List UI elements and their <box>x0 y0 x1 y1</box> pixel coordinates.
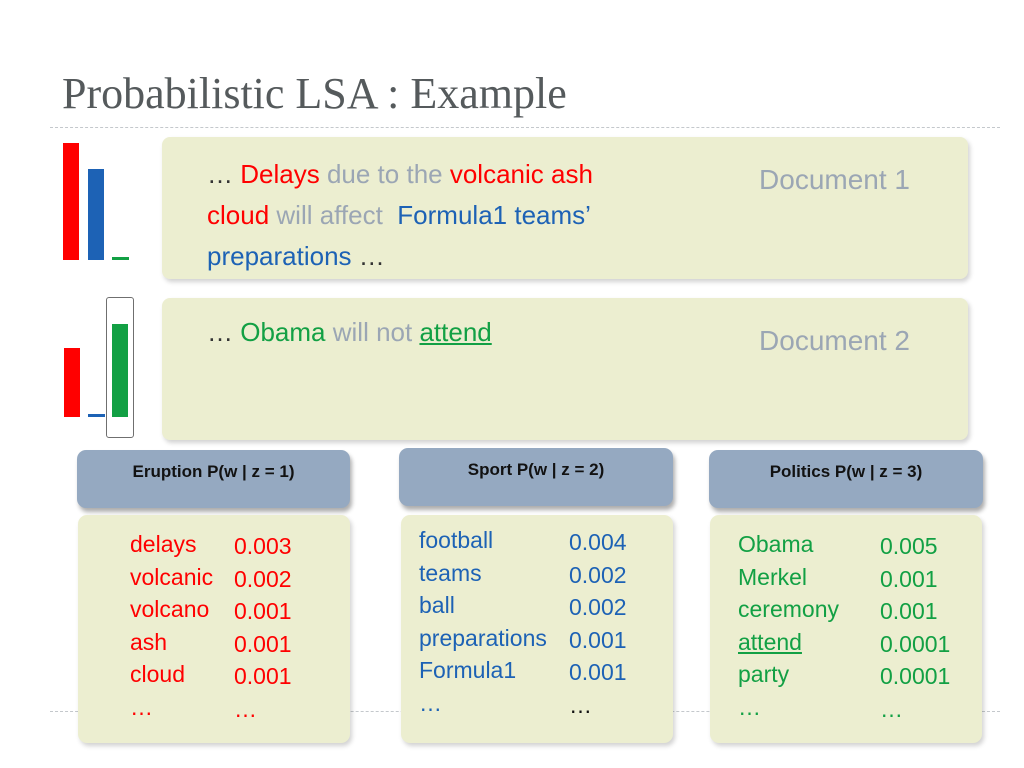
topic-word: attend <box>738 628 802 655</box>
doc2-bar-sport <box>88 414 105 417</box>
topic-eruption-table: delays 0.003 volcanic 0.002 volcano 0.001 ash 0… <box>78 515 350 743</box>
topic-word: delays <box>130 531 197 557</box>
topic-word: teams <box>419 559 482 586</box>
table-row: volcano 0.001 <box>78 596 350 628</box>
topic-probability: 0.002 <box>234 565 292 592</box>
document-2-label: Document 2 <box>759 325 910 356</box>
word-formula1: Formula1 <box>397 200 508 230</box>
table-row: ceremony 0.001 <box>710 596 982 628</box>
table-row: cloud 0.001 <box>78 661 350 693</box>
table-row: ball 0.002 <box>401 592 673 624</box>
word-preparations: preparations <box>207 241 352 271</box>
table-row: …… <box>710 694 982 726</box>
doc1-line-1: … Delays due to the volcanic ash <box>207 154 593 195</box>
topic-word: party <box>738 661 790 687</box>
topic-probability: … <box>234 695 257 722</box>
topic-probability: … <box>880 695 903 722</box>
topic-word: football <box>419 527 494 553</box>
doc1-line-2: cloud will affect Formula1 teams’ <box>207 195 593 236</box>
slide-title: Probabilistic LSA : Example <box>62 69 567 118</box>
topic-word: Formula1 <box>419 657 517 683</box>
topic-probability: 0.001 <box>880 598 938 624</box>
topic-word: … <box>738 693 761 720</box>
topic-word: … <box>419 689 442 716</box>
word-attend: attend <box>419 317 492 347</box>
table-row: …… <box>78 694 350 726</box>
ellipsis: … <box>207 159 233 189</box>
word-volcanic-ash: volcanic ash <box>449 159 593 189</box>
topic-word: … <box>130 693 153 720</box>
topic-probability: 0.001 <box>234 630 292 657</box>
table-row: Merkel 0.001 <box>710 564 982 596</box>
topic-probability: 0.001 <box>569 626 627 653</box>
topic-probability: 0.005 <box>880 533 938 559</box>
table-row: volcanic 0.002 <box>78 564 350 596</box>
selection-highlight-box <box>106 297 134 438</box>
table-row: preparations 0.001 <box>401 625 673 657</box>
topic-probability: 0.001 <box>234 598 292 624</box>
topic-word: cloud <box>130 661 185 687</box>
doc1-bar-eruption <box>63 143 79 260</box>
topic-word: Obama <box>738 531 814 557</box>
document-2-box: … Obama will not attend Document 2 <box>162 298 968 440</box>
filler-text: due to the <box>326 159 443 189</box>
doc1-bar-sport <box>88 169 104 260</box>
topic-eruption-header: Eruption P(w | z = 1) <box>77 450 350 508</box>
topic-probability: 0.0001 <box>880 630 951 657</box>
table-row: Formula1 0.001 <box>401 657 673 689</box>
topic-word: preparations <box>419 624 547 651</box>
table-row: football 0.004 <box>401 527 673 559</box>
word-delays: Delays <box>240 159 320 189</box>
table-row: delays 0.003 <box>78 531 350 563</box>
table-row: attend 0.0001 <box>710 629 982 661</box>
topic-probability: 0.002 <box>569 561 627 588</box>
table-row: party 0.0001 <box>710 661 982 693</box>
topic-probability: 0.0001 <box>880 663 951 689</box>
topic-sport-header: Sport P(w | z = 2) <box>399 448 673 506</box>
topic-word: ceremony <box>738 596 839 622</box>
topic-probability: … <box>569 691 592 718</box>
word-cloud: cloud <box>207 200 270 230</box>
topic-word: ash <box>130 628 168 655</box>
table-row: Obama 0.005 <box>710 531 982 563</box>
document-1-box: … Delays due to the volcanic ash cloud w… <box>162 137 968 279</box>
topic-probability: 0.001 <box>234 663 292 689</box>
word-teams: teams’ <box>514 200 591 230</box>
topic-word: ball <box>419 592 455 618</box>
table-row: teams 0.002 <box>401 560 673 592</box>
topic-probability: 0.004 <box>569 529 627 555</box>
topic-politics-header: Politics P(w | z = 3) <box>709 450 983 508</box>
topic-word: Merkel <box>738 563 808 590</box>
ellipsis: … <box>358 241 385 271</box>
topic-word: volcanic <box>130 563 214 590</box>
document-1-label: Document 1 <box>759 164 910 195</box>
doc2-bar-eruption <box>64 348 80 417</box>
topic-sport-table: football 0.004 teams 0.002 ball 0.002 preparat… <box>401 515 673 743</box>
topic-word: volcano <box>130 596 210 622</box>
document-2-text: … Obama will not attend <box>207 312 492 353</box>
topic-probability: 0.001 <box>569 659 627 685</box>
topic-probability: 0.001 <box>880 565 938 592</box>
word-obama: Obama <box>240 317 326 347</box>
doc2-bar-politics <box>112 324 128 417</box>
title-divider <box>50 127 1000 128</box>
doc1-line-3: preparations … <box>207 236 593 277</box>
topic-probability: 0.002 <box>569 594 627 620</box>
doc1-bar-politics <box>112 257 129 260</box>
filler-text: will not <box>332 317 413 347</box>
document-1-text: … Delays due to the volcanic ash cloud w… <box>207 154 593 277</box>
table-row: ash 0.001 <box>78 629 350 661</box>
table-row: …… <box>401 690 673 722</box>
filler-text: will affect <box>276 200 383 230</box>
topic-probability: 0.003 <box>234 533 292 559</box>
ellipsis: … <box>207 317 233 347</box>
